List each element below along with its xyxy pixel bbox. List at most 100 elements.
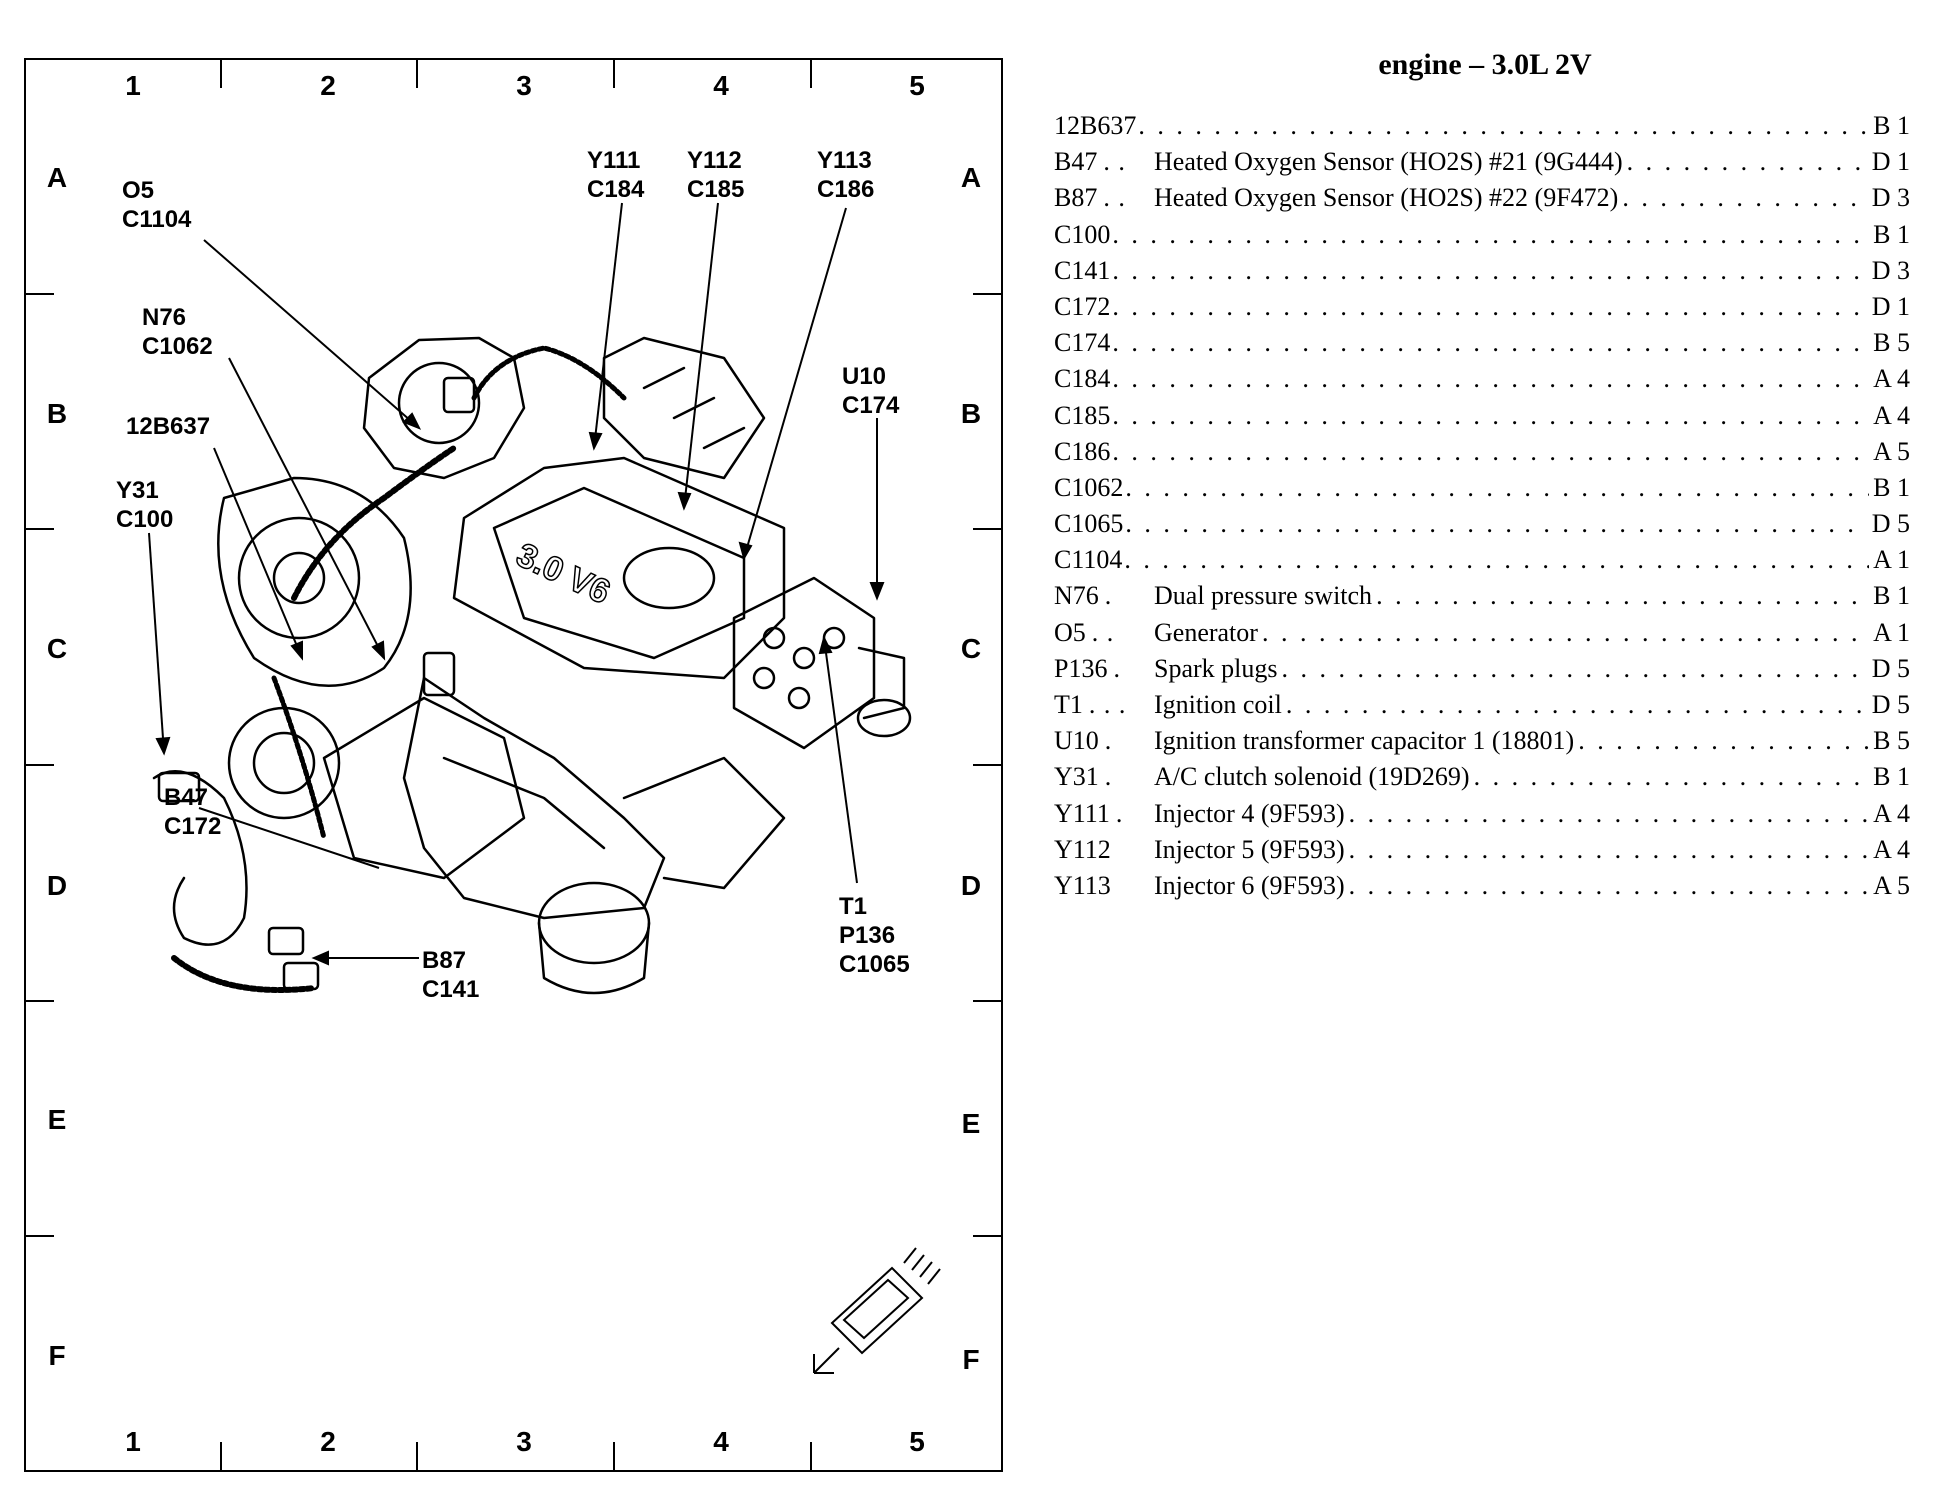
legend-item-grid-location: A 5: [1873, 436, 1910, 466]
callout-line: U10: [842, 363, 887, 390]
legend-item-code: Y111: [1054, 798, 1110, 828]
legend-item-code: B47: [1054, 147, 1098, 177]
legend-list: 12B637. . . . . . . . . . . . . . . . . …: [1054, 111, 1910, 907]
legend-item-grid-location: D 5: [1871, 653, 1910, 683]
legend-item-code-dots: .: [1104, 762, 1113, 792]
callout-y111-c184: Y111 C184: [587, 146, 644, 204]
legend-item-grid-location: B 1: [1873, 762, 1910, 792]
legend-item-grid-location: A 4: [1873, 400, 1910, 430]
callout-b47-c172: B47 C172: [164, 783, 221, 841]
legend-item-description: Ignition transformer capacitor 1 (18801): [1154, 726, 1575, 756]
legend-item-code: C174: [1054, 328, 1111, 358]
callout-y113-c186: Y113 C186: [817, 146, 874, 204]
legend-item-grid-location: D 3: [1871, 255, 1910, 285]
legend-item-leader-dots: . . . . . . . . . . . . . . . . . . . . …: [1112, 436, 1869, 466]
callout-line: C1065: [839, 951, 910, 978]
legend-item-leader-dots: . . . . . . . . . . . . . . . . . . . . …: [1138, 111, 1870, 140]
grid-row-right-c: C: [960, 633, 982, 664]
callout-o5-c1104: O5 C1104: [122, 176, 191, 234]
legend-item-leader-dots: . . . . . . . . . . . . . . . . . . . . …: [1348, 870, 1870, 900]
grid-row-left-a: A: [46, 162, 68, 193]
callout-line: B47: [164, 784, 209, 811]
callout-line: B87: [422, 947, 467, 974]
legend-item-grid-location: A 1: [1873, 545, 1910, 575]
legend-item: C1104. . . . . . . . . . . . . . . . . .…: [1054, 545, 1910, 581]
callout-leaders: [148, 202, 885, 966]
legend-item-grid-location: B 1: [1873, 472, 1910, 502]
legend-item-description: Spark plugs: [1154, 653, 1278, 683]
legend-item: C172. . . . . . . . . . . . . . . . . . …: [1054, 292, 1910, 328]
legend-item-leader-dots: . . . . . . . . . . . . . . . . . . . . …: [1473, 762, 1870, 792]
legend-item: B47. . Heated Oxygen Sensor (HO2S) #21 (9…: [1054, 147, 1910, 183]
legend-item-leader-dots: . . . . . . . . . . . . . . . . . . . . …: [1281, 653, 1868, 683]
legend-item-leader-dots: . . . . . . . . . . . . . . . . . . . . …: [1112, 400, 1869, 430]
legend-item-code: P136: [1054, 653, 1108, 683]
legend-item-grid-location: B 5: [1873, 328, 1910, 358]
legend-item-description: Injector 5 (9F593): [1154, 834, 1345, 864]
legend-item-grid-location: D 3: [1871, 183, 1910, 213]
callout-u10-c174: U10 C174: [842, 362, 899, 420]
legend-item-description: A/C clutch solenoid (19D269): [1154, 762, 1470, 792]
grid-row-right-b: B: [960, 398, 982, 429]
callout-n76-c1062: N76 C1062: [142, 303, 213, 361]
callout-line: Y31: [116, 477, 159, 504]
legend-item-description: Heated Oxygen Sensor (HO2S) #21 (9G444): [1154, 147, 1623, 177]
legend-item: P136. Spark plugs. . . . . . . . . . . . …: [1054, 654, 1910, 690]
legend-item: C186. . . . . . . . . . . . . . . . . . …: [1054, 437, 1910, 473]
callout-12b637: 12B637: [126, 412, 210, 441]
legend-item-leader-dots: . . . . . . . . . . . . . . . . . . . . …: [1578, 726, 1869, 756]
legend-item: T1. . .Ignition coil. . . . . . . . . . …: [1054, 690, 1910, 726]
legend-item-leader-dots: . . . . . . . . . . . . . . . . . . . . …: [1125, 472, 1869, 502]
legend-item-leader-dots: . . . . . . . . . . . . . . . . . . . . …: [1348, 834, 1870, 864]
legend-item-code: 12B637: [1054, 111, 1137, 140]
legend-item-code: C185: [1054, 400, 1111, 430]
legend-title: engine – 3.0L 2V: [1378, 48, 1592, 81]
legend-item: B87. .Heated Oxygen Sensor (HO2S) #22 (9…: [1054, 183, 1910, 219]
legend-item-code: C1062: [1054, 472, 1124, 502]
legend-item-code-dots: . .: [1103, 183, 1126, 213]
grid-col-bottom-5: 5: [909, 1426, 925, 1457]
legend-item-grid-location: D 1: [1871, 291, 1910, 321]
grid-row-left-e: E: [47, 1104, 67, 1135]
legend-item-code: C172: [1054, 291, 1111, 321]
engine-diagram-panel: 3.0 V6 1 2 3 4 5 1 2 3 4 5: [24, 58, 1003, 1472]
callout-line: Y113: [817, 147, 872, 174]
engine-drawing: [152, 336, 912, 995]
callout-line: C185: [687, 176, 745, 203]
grid-ticks: [24, 58, 1003, 1472]
callout-line: C100: [116, 506, 174, 533]
legend-item-code-dots: .: [1104, 726, 1113, 756]
legend-item-grid-location: B 1: [1873, 219, 1910, 249]
legend-item-code: C141: [1054, 255, 1111, 285]
legend-item-leader-dots: . . . . . . . . . . . . . . . . . . . . …: [1348, 798, 1870, 828]
grid-col-top-3: 3: [516, 70, 532, 101]
callout-line: P136: [839, 922, 896, 949]
legend-item-grid-location: D 5: [1871, 690, 1910, 719]
grid-row-left-d: D: [46, 870, 68, 901]
legend-item-grid-location: B 1: [1873, 111, 1910, 140]
legend-item-code: O5: [1054, 617, 1086, 647]
grid-col-top-1: 1: [125, 70, 141, 101]
callout-line: Y112: [687, 147, 742, 174]
grid-row-left-b: B: [46, 398, 68, 429]
callout-t1-p136-c1065: T1 P136 C1065: [839, 892, 910, 979]
legend-item: 12B637. . . . . . . . . . . . . . . . . …: [1054, 111, 1910, 147]
grid-col-bottom-2: 2: [320, 1426, 336, 1457]
legend-item-code-dots: . .: [1103, 147, 1126, 177]
legend-item-code: C186: [1054, 436, 1111, 466]
engine-stamp-text: 3.0 V6: [511, 536, 616, 612]
legend-item: C184. . . . . . . . . . . . . . . . . . …: [1054, 364, 1910, 400]
callout-y112-c185: Y112 C185: [687, 146, 744, 204]
callout-line: C174: [842, 392, 900, 419]
legend-item-description: Heated Oxygen Sensor (HO2S) #22 (9F472): [1154, 183, 1619, 213]
legend-item-code: C100: [1054, 219, 1111, 249]
legend-item-code-dots: .: [1113, 653, 1121, 683]
legend-item-code: C1104: [1054, 545, 1123, 575]
legend-item-leader-dots: . . . . . . . . . . . . . . . . . . . . …: [1626, 147, 1868, 177]
legend-item-leader-dots: . . . . . . . . . . . . . . . . . . . . …: [1112, 328, 1869, 358]
legend-item-code: C1065: [1054, 509, 1124, 539]
legend-item-leader-dots: . . . . . . . . . . . . . . . . . . . . …: [1112, 291, 1867, 321]
callout-line: C184: [587, 176, 645, 203]
legend-item-leader-dots: . . . . . . . . . . . . . . . . . . . . …: [1124, 545, 1869, 575]
callout-line: N76: [142, 304, 187, 331]
